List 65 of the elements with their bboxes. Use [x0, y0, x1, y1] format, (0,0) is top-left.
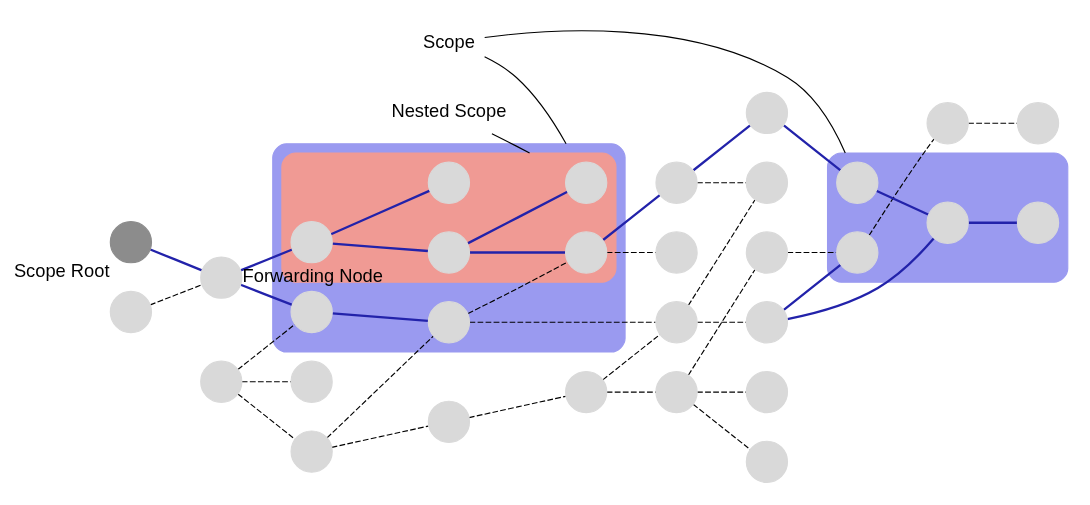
- node-circle: [745, 440, 789, 483]
- connector: [491, 133, 531, 154]
- connector: [692, 403, 751, 451]
- connector: [240, 283, 293, 306]
- connector: [149, 248, 203, 272]
- connector: [783, 263, 842, 311]
- connector: [602, 194, 661, 241]
- node-circle: [427, 161, 471, 204]
- connector: [875, 189, 930, 216]
- node-circle: [655, 301, 698, 344]
- node-circle: [427, 231, 471, 274]
- connector: [149, 284, 203, 306]
- connector: [332, 312, 429, 322]
- connector: [331, 425, 429, 448]
- connector: [469, 251, 566, 254]
- node-circle: [836, 161, 879, 204]
- node-circle: [427, 301, 471, 344]
- connector: [602, 334, 661, 381]
- node-circle: [745, 161, 789, 204]
- connector: [687, 269, 756, 376]
- node-circle: [745, 231, 789, 274]
- node-circle: [836, 231, 879, 274]
- node-circle: [200, 360, 243, 403]
- connector: [467, 190, 568, 245]
- cluster: [826, 152, 1069, 283]
- node-circle: [926, 201, 969, 244]
- node-circle: [565, 370, 608, 414]
- node-label: Scope Root: [13, 260, 110, 282]
- connector: [787, 237, 935, 321]
- node-circle: [290, 360, 333, 403]
- node-circle: [290, 221, 333, 264]
- connector: [968, 221, 1018, 224]
- node-circle: [926, 102, 969, 145]
- connector: [692, 124, 751, 172]
- node-circle: [745, 370, 789, 414]
- connector: [240, 248, 293, 272]
- node-circle: [745, 91, 789, 135]
- node-circle: [565, 161, 608, 204]
- connector: [783, 124, 842, 172]
- node-circle: [655, 231, 698, 274]
- node-text: Nested Scope: [391, 100, 507, 122]
- node-circle: [427, 400, 471, 443]
- node-circle: [290, 290, 333, 334]
- node-circle: [200, 256, 243, 299]
- node-circle: [745, 301, 789, 344]
- connector: [237, 323, 296, 370]
- node-circle: [290, 430, 333, 473]
- connector: [484, 30, 846, 154]
- connector: [484, 56, 567, 145]
- connector: [330, 189, 431, 236]
- node-circle: [1016, 201, 1060, 244]
- node-circle: [565, 231, 608, 274]
- connector: [326, 335, 434, 439]
- connector: [332, 242, 429, 253]
- connector: [687, 199, 756, 306]
- node-label: Forwarding Node: [242, 265, 383, 287]
- node-circle: [655, 370, 698, 414]
- connector: [237, 393, 296, 440]
- node-circle: [1016, 102, 1060, 145]
- node-circle: [109, 221, 153, 264]
- node-text: Scope: [422, 30, 475, 52]
- node-circle: [109, 290, 153, 334]
- connector: [868, 138, 935, 236]
- connector: [467, 261, 569, 314]
- node-circle: [655, 161, 698, 204]
